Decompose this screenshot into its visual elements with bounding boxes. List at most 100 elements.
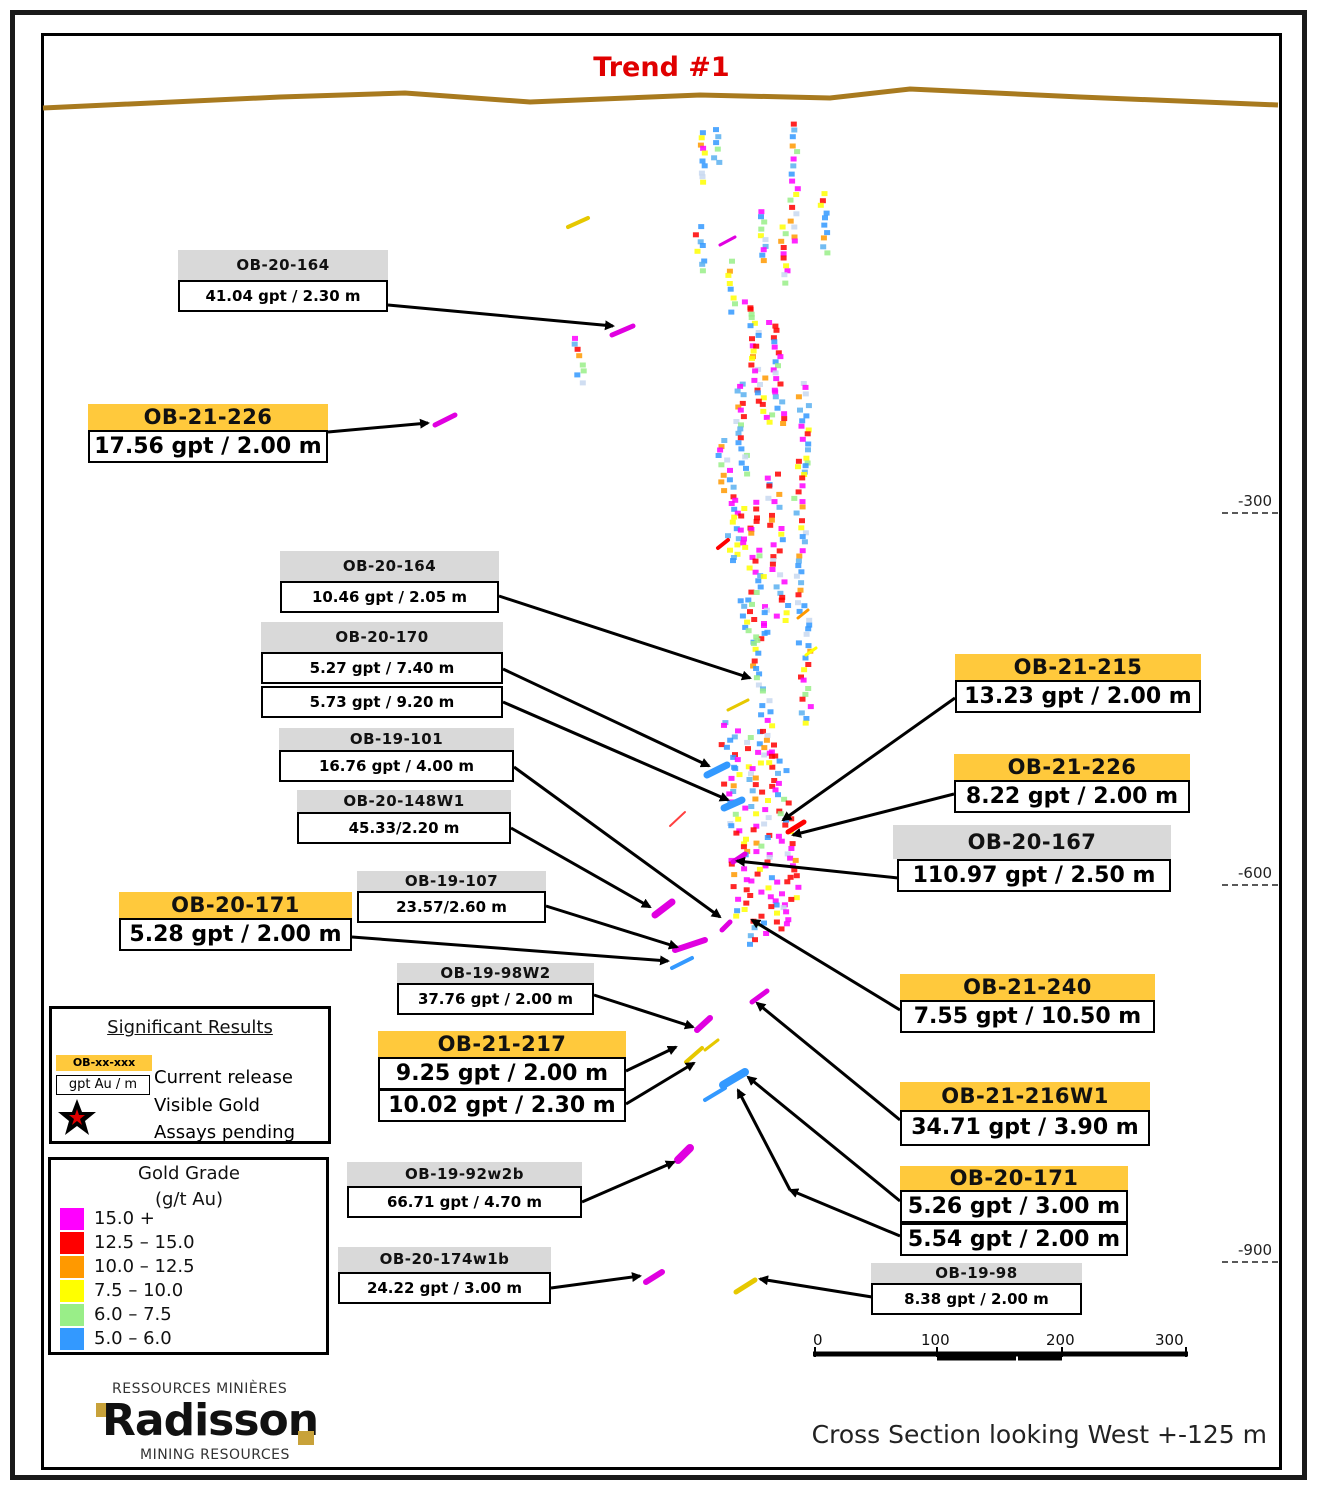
grade-swatch: [60, 1256, 84, 1278]
callout-ob-20-171-b: OB-20-171 5.26 gpt / 3.00 m 5.54 gpt / 2…: [900, 1166, 1128, 1256]
callout-ob-20-171-a: OB-20-171 5.28 gpt / 2.00 m: [119, 892, 352, 951]
callout-value: 66.71 gpt / 4.70 m: [347, 1186, 582, 1218]
legend-item-current: Current release: [154, 1067, 293, 1088]
callout-ob-20-167: OB-20-167 110.97 gpt / 2.50 m: [893, 825, 1171, 892]
callout-value-2: 5.54 gpt / 2.00 m: [900, 1223, 1128, 1256]
grade-swatch: [60, 1280, 84, 1302]
legend-grade-title: Gold Grade: [138, 1163, 240, 1184]
logo-gold-square-icon: [96, 1403, 110, 1417]
callout-hole: OB-19-92w2b: [347, 1162, 582, 1186]
callout-value: 5.26 gpt / 3.00 m: [900, 1190, 1128, 1223]
callout-hole: OB-19-107: [357, 871, 546, 891]
callout-hole: OB-21-226: [954, 754, 1190, 780]
callout-value: 45.33/2.20 m: [297, 812, 511, 844]
grade-swatch: [60, 1328, 84, 1350]
grade-swatch: [60, 1232, 84, 1254]
grade-label: 5.0 – 6.0: [94, 1328, 172, 1349]
depth-label-300: -300: [1238, 492, 1273, 510]
callout-ob-19-92w2b: OB-19-92w2b 66.71 gpt / 4.70 m: [347, 1162, 582, 1218]
callout-hole: OB-20-170: [261, 622, 503, 652]
legend-grade-unit: (g/t Au): [154, 1189, 224, 1210]
scale-tick-300: 300: [1155, 1331, 1184, 1349]
callout-hole: OB-19-98W2: [397, 963, 594, 983]
legend-item-assays-pending: Assays pending: [154, 1122, 296, 1143]
callout-hole: OB-21-217: [378, 1031, 626, 1057]
depth-label-600: -600: [1238, 864, 1273, 882]
callout-ob-19-98w2: OB-19-98W2 37.76 gpt / 2.00 m: [397, 963, 594, 1015]
callout-value: 8.38 gpt / 2.00 m: [871, 1283, 1082, 1315]
callout-value: 16.76 gpt / 4.00 m: [279, 750, 514, 782]
callout-hole: OB-20-171: [900, 1166, 1128, 1190]
callout-value: 34.71 gpt / 3.90 m: [900, 1110, 1150, 1146]
outer-frame: [10, 10, 1307, 1480]
leader-arrows: [327, 303, 956, 1299]
callout-value: 24.22 gpt / 3.00 m: [338, 1272, 551, 1304]
callout-hole: OB-20-164: [178, 250, 388, 280]
callout-ob-20-164-b: OB-20-164 10.46 gpt / 2.05 m: [280, 551, 499, 613]
scale-tick-0: 0: [813, 1331, 823, 1349]
scale-tick-100: 100: [921, 1331, 950, 1349]
callout-hole: OB-20-171: [119, 892, 352, 918]
callout-hole: OB-19-98: [871, 1263, 1082, 1283]
drill-hole-intercepts: [432, 121, 831, 1295]
depth-label-900: -900: [1238, 1241, 1273, 1259]
legend-sample-hole: OB-xx-xxx: [56, 1055, 152, 1071]
grade-label: 6.0 – 7.5: [94, 1304, 172, 1325]
callout-value: 23.57/2.60 m: [357, 891, 546, 923]
callout-ob-21-216w1: OB-21-216W1 34.71 gpt / 3.90 m: [900, 1082, 1150, 1146]
legend-item-visible-gold: Visible Gold: [154, 1095, 260, 1116]
visible-gold-star-icon: [58, 1099, 96, 1135]
legend-sample-value: gpt Au / m: [56, 1075, 150, 1095]
callout-value: 10.46 gpt / 2.05 m: [280, 581, 499, 613]
callout-value-2: 5.73 gpt / 9.20 m: [261, 686, 503, 718]
legend-gold-grade: Gold Grade (g/t Au) 15.0 + 12.5 – 15.0 10.…: [48, 1157, 329, 1355]
logo-bottom-text: MINING RESOURCES: [140, 1447, 290, 1463]
logo-gold-square-icon-2: [298, 1431, 314, 1445]
callout-ob-21-217: OB-21-217 9.25 gpt / 2.00 m 10.02 gpt / …: [378, 1031, 626, 1122]
callout-ob-21-215: OB-21-215 13.23 gpt / 2.00 m: [955, 654, 1201, 713]
callout-ob-20-174w1b: OB-20-174w1b 24.22 gpt / 3.00 m: [338, 1247, 551, 1304]
radisson-logo: RESSOURCES MINIÈRES Radisson MINING RESO…: [96, 1381, 321, 1466]
callout-hole: OB-20-148W1: [297, 790, 511, 812]
grade-label: 12.5 – 15.0: [94, 1232, 195, 1253]
callout-ob-19-101: OB-19-101 16.76 gpt / 4.00 m: [279, 728, 514, 782]
callout-ob-21-226-b: OB-21-226 8.22 gpt / 2.00 m: [954, 754, 1190, 813]
scale-bar: [813, 1347, 1188, 1361]
callout-ob-21-226-a: OB-21-226 17.56 gpt / 2.00 m: [88, 404, 328, 463]
scale-tick-200: 200: [1046, 1331, 1075, 1349]
inner-frame: [41, 33, 1282, 1470]
callout-hole: OB-21-215: [955, 654, 1201, 680]
callout-ob-20-164-a: OB-20-164 41.04 gpt / 2.30 m: [178, 250, 388, 312]
section-caption: Cross Section looking West +-125 m: [811, 1420, 1267, 1449]
callout-value: 37.76 gpt / 2.00 m: [397, 983, 594, 1015]
section-title: Trend #1: [593, 52, 730, 83]
callout-hole: OB-21-226: [88, 404, 328, 430]
callout-hole: OB-21-216W1: [900, 1082, 1150, 1110]
callout-value: 5.27 gpt / 7.40 m: [261, 652, 503, 684]
callout-value: 41.04 gpt / 2.30 m: [178, 280, 388, 312]
callout-ob-19-107: OB-19-107 23.57/2.60 m: [357, 871, 546, 923]
callout-hole: OB-20-174w1b: [338, 1247, 551, 1272]
grade-label: 15.0 +: [94, 1208, 155, 1229]
callout-value: 7.55 gpt / 10.50 m: [900, 1000, 1155, 1033]
callout-value-2: 10.02 gpt / 2.30 m: [378, 1089, 626, 1122]
callout-hole: OB-21-240: [900, 974, 1155, 1000]
callout-value: 9.25 gpt / 2.00 m: [378, 1057, 626, 1090]
callout-hole: OB-19-101: [279, 728, 514, 750]
topography-line: [42, 86, 1279, 111]
legend-results-title: Significant Results: [107, 1017, 273, 1038]
grade-label: 10.0 – 12.5: [94, 1256, 195, 1277]
callout-value: 110.97 gpt / 2.50 m: [897, 859, 1171, 892]
callout-hole: OB-20-164: [280, 551, 499, 581]
callout-value: 17.56 gpt / 2.00 m: [88, 430, 328, 463]
callout-value: 13.23 gpt / 2.00 m: [955, 680, 1201, 713]
callout-value: 8.22 gpt / 2.00 m: [954, 780, 1190, 813]
callout-ob-20-148w1: OB-20-148W1 45.33/2.20 m: [297, 790, 511, 844]
logo-top-text: RESSOURCES MINIÈRES: [112, 1381, 288, 1397]
grade-swatch: [60, 1304, 84, 1326]
grade-swatch: [60, 1208, 84, 1230]
callout-value: 5.28 gpt / 2.00 m: [119, 918, 352, 951]
callout-hole: OB-20-167: [893, 825, 1171, 859]
callout-ob-19-98: OB-19-98 8.38 gpt / 2.00 m: [871, 1263, 1082, 1315]
